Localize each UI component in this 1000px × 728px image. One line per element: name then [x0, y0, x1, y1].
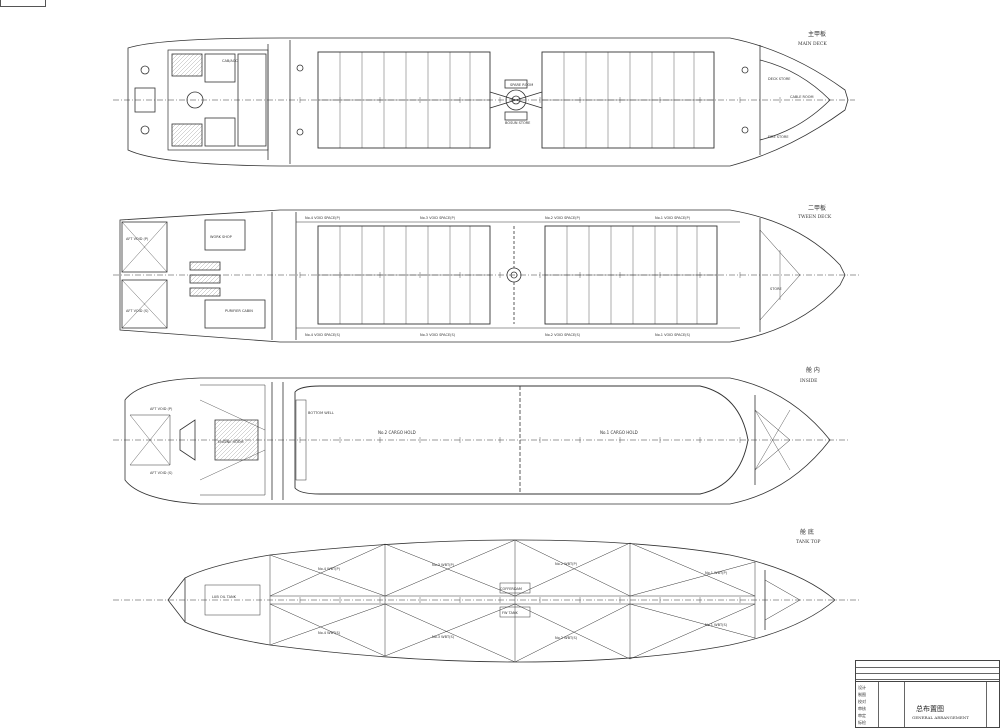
hold-outline-inside	[294, 385, 749, 495]
label-void-3s: No.3 VOID SPACE(S)	[420, 333, 456, 337]
label-no1-cargo-hold: No.1 CARGO HOLD	[600, 430, 638, 435]
label-fw-tank: FW TANK	[502, 611, 518, 615]
plan-title-inside-cn: 舱 内	[806, 366, 820, 374]
tb-row-approve: 审定	[858, 713, 866, 718]
label-aft-void-p-tween: AFT VOID (P)	[126, 237, 149, 241]
label-work-shop: WORK SHOP	[210, 235, 232, 239]
hull-outline-tank-top	[184, 539, 836, 663]
label-bottom-well: BOTTOM WELL	[308, 411, 334, 415]
label-store: STORE	[770, 287, 782, 291]
hull-outline-main-deck	[127, 37, 849, 167]
tb-row-design: 设计	[858, 685, 866, 690]
drawing-title-cn: 总布置图	[916, 705, 944, 713]
label-aft-void-s-tween: AFT VOID (S)	[126, 309, 149, 313]
drawing-title-en: GENERAL ARRANGEMENT	[912, 715, 969, 720]
label-wbt-2p: No.2 WBT(P)	[555, 562, 578, 566]
label-cable-room: CABLE ROOM	[790, 95, 813, 99]
plan-tank-top	[113, 539, 860, 663]
label-aft-void-s-inside: AFT VOID (S)	[150, 471, 173, 475]
title-block: 设计 制图 校对 审核 审定 标检 总布置图 GENERAL ARRANGEME…	[855, 660, 1000, 728]
label-lub-oil-tank: LUB OIL TANK	[212, 595, 237, 599]
label-wbt-4p: No.4 WBT(P)	[318, 567, 341, 571]
label-cofferdam: COFFERDAM	[500, 587, 522, 591]
drawing-corner-box	[0, 0, 46, 7]
plan-title-main-deck-cn: 主甲板	[808, 30, 826, 38]
tb-row-standard: 标检	[858, 720, 866, 725]
label-wbt-1s: No.1 WBT(S)	[705, 623, 728, 627]
label-wbt-3s: No.3 WBT(S)	[432, 635, 455, 639]
label-no2-cargo-hold: No.2 CARGO HOLD	[378, 430, 416, 435]
plan-title-tween-deck-cn: 二甲板	[808, 204, 826, 212]
label-bosun-store: BOSUN STORE	[505, 121, 530, 125]
plan-inside	[113, 377, 850, 505]
label-void-3p: No.3 VOID SPACE(P)	[420, 216, 456, 220]
label-wbt-2s: No.2 WBT(S)	[555, 636, 578, 640]
label-aft-void-p-inside: AFT VOID (P)	[150, 407, 173, 411]
label-void-2p: No.2 VOID SPACE(P)	[545, 216, 581, 220]
label-cab-acc: CAB/ACC	[222, 59, 238, 63]
plan-title-tween-deck-en: TWEEN DECK	[798, 214, 832, 220]
label-spare-room: SPARE ROOM	[510, 83, 533, 87]
plan-title-tank-top-en: TANK TOP	[796, 539, 820, 545]
label-wbt-4s: No.4 WBT(S)	[318, 631, 341, 635]
hull-outline-tween-deck	[119, 209, 846, 343]
label-deck-store: DECK STORE	[768, 77, 791, 81]
label-fire-store: FIRE STORE	[768, 135, 789, 139]
plan-title-tank-top-cn: 舱 底	[800, 528, 814, 536]
plan-main-deck	[113, 37, 855, 167]
label-void-4s: No.4 VOID SPACE(S)	[305, 333, 341, 337]
plan-title-inside-en: INSIDE	[800, 378, 817, 384]
tb-row-review: 审核	[858, 706, 866, 711]
plan-tween-deck	[113, 209, 860, 343]
label-void-4p: No.4 VOID SPACE(P)	[305, 216, 341, 220]
label-wbt-3p: No.3 WBT(P)	[432, 563, 455, 567]
label-wbt-1p: No.1 WBT(P)	[705, 571, 728, 575]
tb-row-check: 校对	[858, 699, 866, 704]
label-purifier-cabin: PURIFIER CABIN	[225, 309, 253, 313]
label-void-1s: No.1 VOID SPACE(S)	[655, 333, 691, 337]
plan-title-main-deck-en: MAIN DECK	[798, 41, 827, 47]
label-void-2s: No.2 VOID SPACE(S)	[545, 333, 581, 337]
tb-row-draw: 制图	[858, 692, 866, 697]
label-void-1p: No.1 VOID SPACE(P)	[655, 216, 691, 220]
label-engine-room: ENGINE ROOM	[218, 440, 243, 444]
